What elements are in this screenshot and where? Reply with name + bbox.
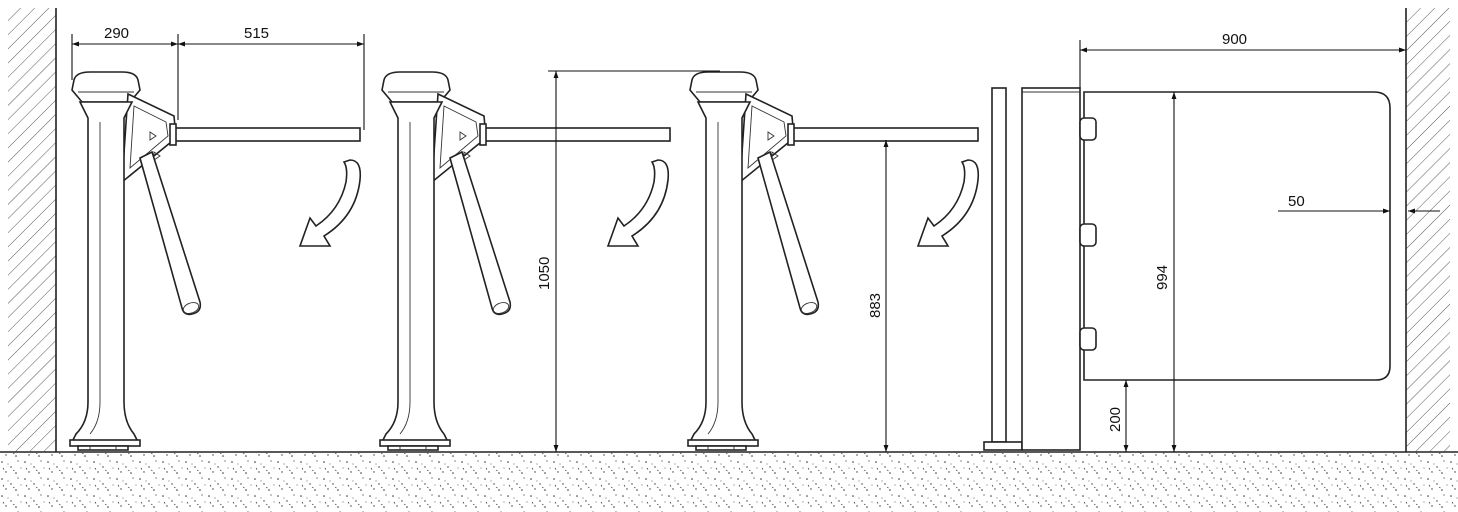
dim-text-200: 200	[1107, 407, 1124, 432]
dim-tripod-width: 290	[71, 25, 179, 120]
tripod-turnstile-2	[379, 71, 671, 451]
dim-text-290: 290	[104, 25, 129, 42]
dim-text-50: 50	[1288, 193, 1305, 210]
rotation-arrow-icon	[607, 159, 670, 247]
dim-arm-length: 515	[178, 25, 365, 130]
tripod-turnstile-3	[687, 71, 979, 451]
tripod-turnstile-1	[69, 71, 361, 451]
dim-ground-clearance: 200	[1107, 380, 1129, 452]
dim-text-1050: 1050	[536, 257, 553, 290]
left-wall	[8, 8, 57, 452]
floor	[0, 451, 1458, 512]
rotation-arrow-icon	[917, 159, 980, 247]
dim-text-994: 994	[1154, 265, 1171, 290]
rotation-arrow-icon	[299, 159, 362, 247]
dim-gate-height: 994	[1154, 92, 1177, 452]
right-wall	[1405, 8, 1450, 452]
swing-gate	[983, 87, 1391, 451]
dim-tripod-height: 1050	[536, 70, 720, 452]
dim-text-900: 900	[1222, 31, 1247, 48]
dim-text-883: 883	[867, 293, 884, 318]
dim-wall-gap: 50	[1278, 193, 1440, 214]
dim-gate-width: 900	[1079, 31, 1406, 88]
dim-text-515: 515	[244, 25, 269, 42]
dim-arm-height: 883	[867, 140, 889, 452]
